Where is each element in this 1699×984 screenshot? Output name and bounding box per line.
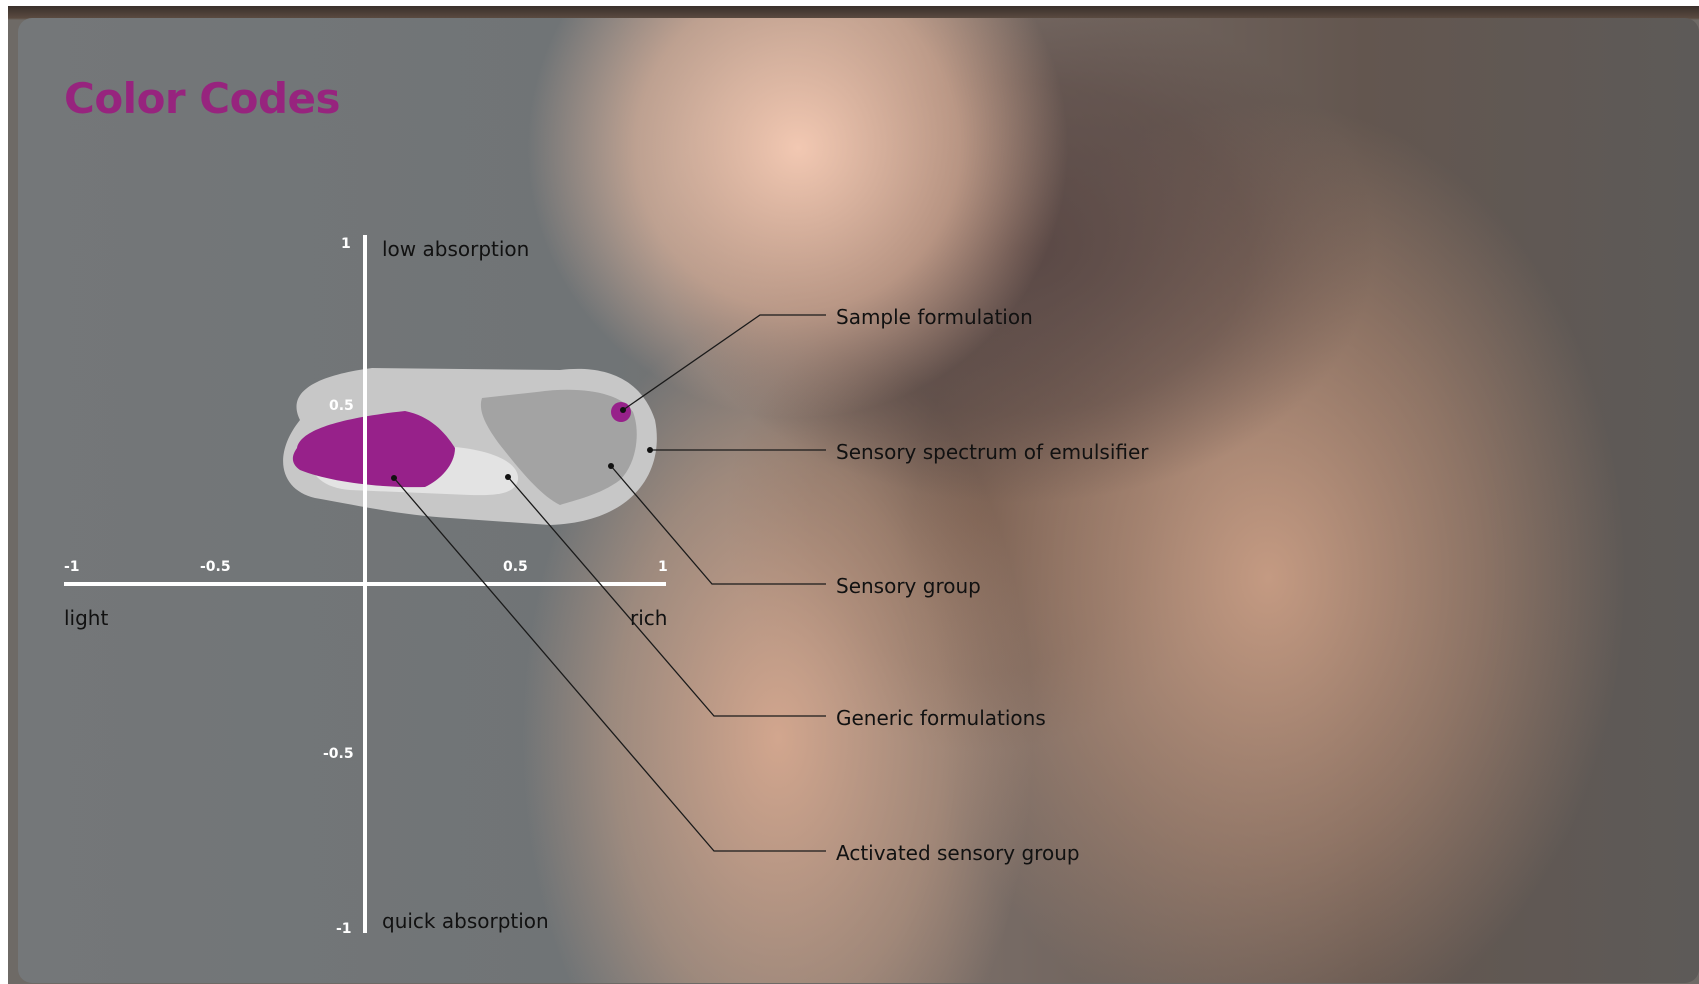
leader-dot-sensory-spectrum — [647, 447, 653, 453]
y-tick: 0.5 — [329, 398, 354, 414]
x-tick: 0.5 — [503, 559, 528, 575]
leader-dot-generic-formulations — [505, 474, 511, 480]
legend-label-sensory-spectrum: Sensory spectrum of emulsifier — [836, 440, 1149, 464]
legend-label-activated-sensory-group: Activated sensory group — [836, 841, 1080, 865]
leader-dot-activated-sensory-group — [391, 475, 397, 481]
leader-line-sample-formulation — [623, 315, 826, 410]
y-axis-top-label: low absorption — [382, 237, 529, 261]
y-axis-bottom-label: quick absorption — [382, 909, 549, 933]
leader-line-activated-sensory-group — [394, 478, 826, 851]
leader-line-sensory-group — [611, 466, 826, 584]
legend-label-sensory-group: Sensory group — [836, 574, 981, 598]
x-tick: -0.5 — [200, 559, 231, 575]
y-tick: -0.5 — [323, 746, 354, 762]
leader-dot-sample-formulation — [620, 407, 626, 413]
x-tick: 1 — [658, 559, 668, 575]
y-tick: 1 — [341, 236, 351, 252]
x-tick: -1 — [64, 559, 80, 575]
y-tick: -1 — [336, 921, 352, 937]
x-axis-right-label: rich — [630, 606, 667, 630]
legend-label-sample-formulation: Sample formulation — [836, 305, 1033, 329]
legend-label-generic-formulations: Generic formulations — [836, 706, 1046, 730]
leader-dot-sensory-group — [608, 463, 614, 469]
x-axis-left-label: light — [64, 606, 108, 630]
